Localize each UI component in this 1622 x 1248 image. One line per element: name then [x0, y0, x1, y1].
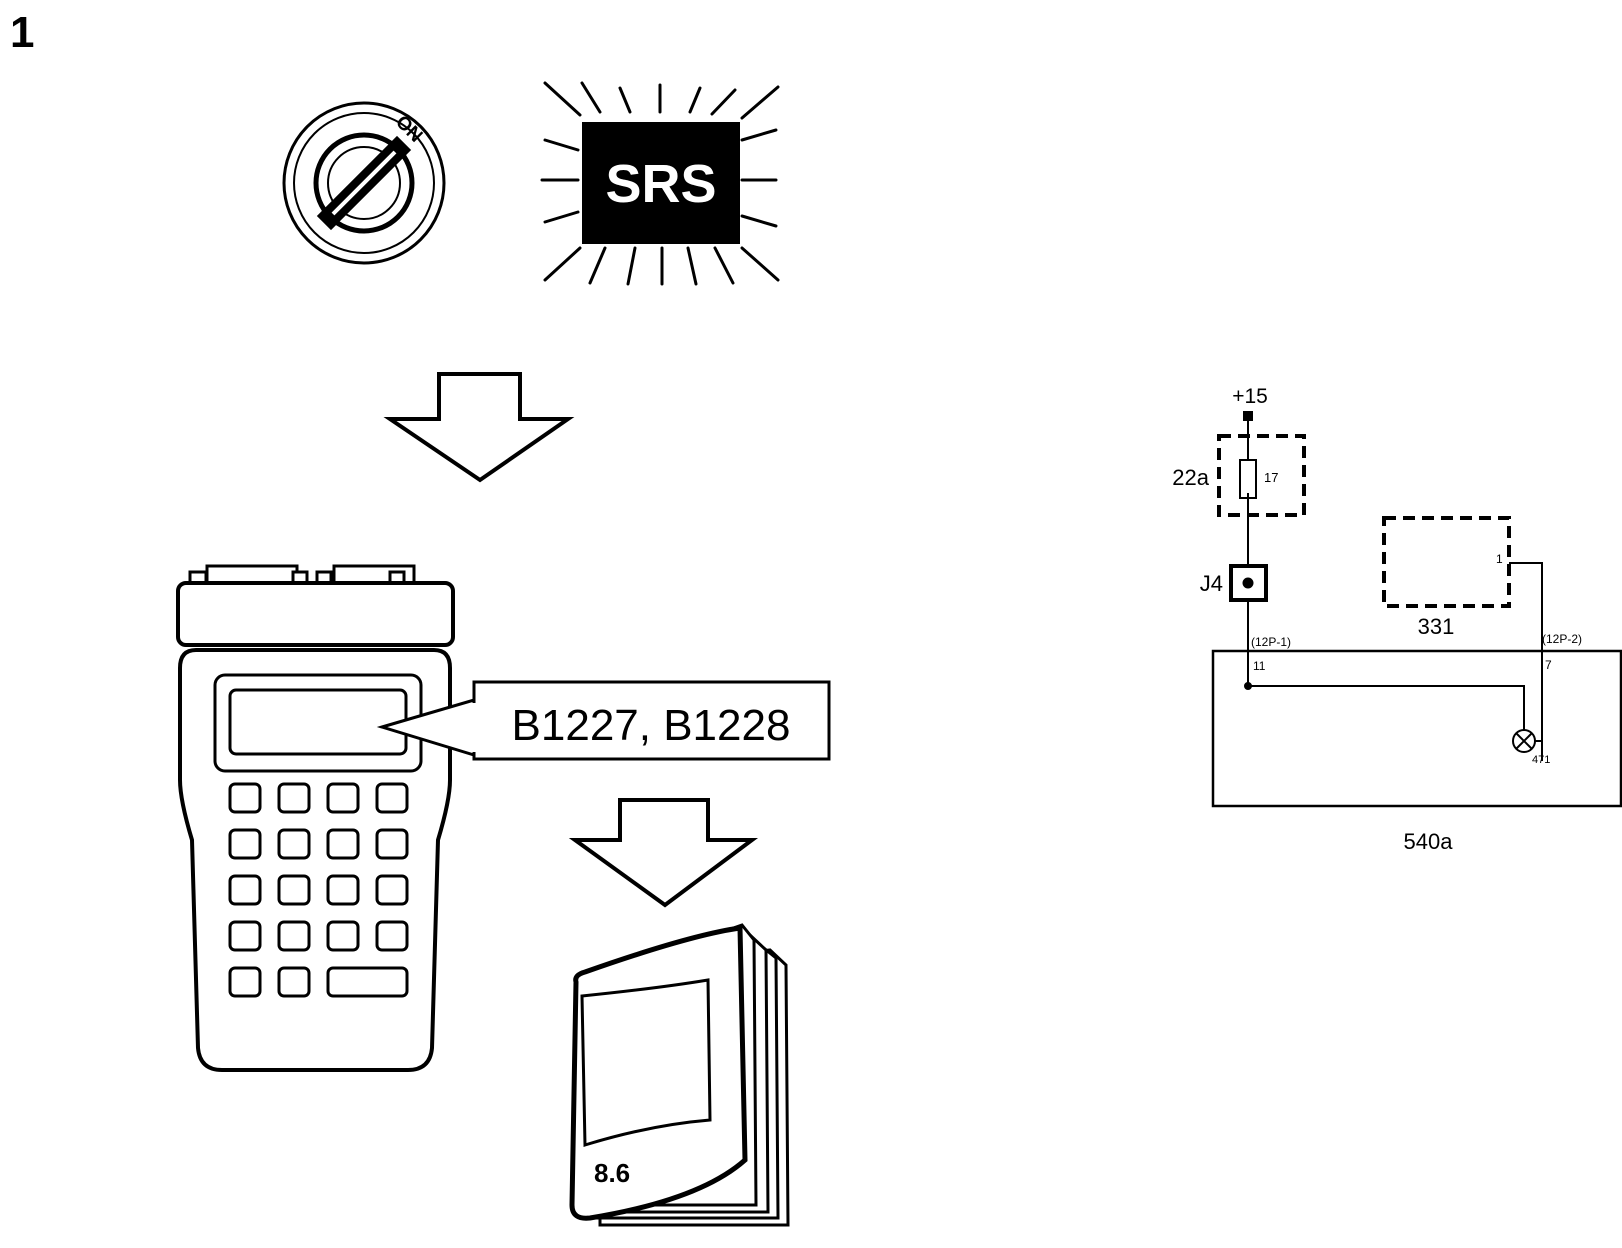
wiring-labels: +15 22a 17 J4 1 331 (12P-1) (12P-2) 11 7…	[1172, 385, 1582, 854]
srs-label: SRS	[605, 154, 716, 214]
module-label: 331	[1418, 614, 1455, 639]
unit-label: 540a	[1404, 829, 1454, 854]
ignition-switch-icon: ON	[282, 101, 446, 265]
step-number: 1	[10, 8, 34, 57]
fault-code-callout: B1227, B1228	[376, 680, 831, 761]
workshop-manual-icon: 8.6	[569, 923, 790, 1227]
module-pin-label: 1	[1496, 552, 1503, 566]
connector-right-label: (12P-2)	[1542, 632, 1582, 646]
pin-right-label: 7	[1545, 658, 1552, 672]
fuse-icon	[1239, 459, 1257, 499]
supply-terminal	[1243, 411, 1253, 421]
connector-left-label: (12P-1)	[1251, 635, 1291, 649]
pin-left-label: 11	[1253, 659, 1266, 673]
down-arrow-icon	[568, 798, 759, 908]
fuse-box-22a	[1217, 434, 1306, 517]
supply-label: +15	[1232, 385, 1268, 408]
down-arrow-icon	[383, 372, 575, 483]
lamp-label: 471	[1532, 754, 1550, 766]
fuse-number-label: 17	[1264, 470, 1278, 485]
unit-540a	[1211, 649, 1622, 808]
srs-warning-lamp-icon: SRS	[540, 81, 780, 286]
diagnostic-tester-icon	[176, 564, 455, 1072]
fuse-box-label: 22a	[1172, 465, 1209, 490]
junction-label: J4	[1200, 571, 1223, 596]
fault-codes-text: B1227, B1228	[512, 701, 791, 750]
manual-section-label: 8.6	[594, 1158, 630, 1188]
module-331	[1382, 516, 1511, 608]
wiring-diagram	[1211, 411, 1622, 808]
